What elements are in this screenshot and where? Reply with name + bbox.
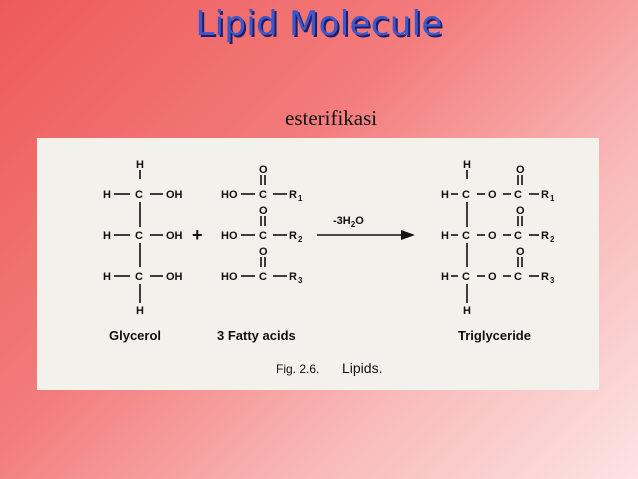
- triglyceride-bottom-h: H: [463, 305, 471, 317]
- glycerol-h-3: H: [103, 271, 111, 283]
- triglyceride-o-1: O: [488, 189, 497, 201]
- glycerol-c-1: C: [135, 189, 143, 201]
- triglyceride-cc-3: C: [514, 271, 522, 283]
- glycerol-bottom-h: H: [136, 305, 144, 317]
- triglyceride-co-2: O: [516, 205, 525, 217]
- triglyceride-r-1: R: [541, 189, 549, 201]
- arrow-label: -3H2O: [333, 215, 364, 229]
- triglyceride-r-2: R: [541, 230, 549, 242]
- glycerol-h-1: H: [103, 189, 111, 201]
- glycerol-oh-1: OH: [166, 189, 183, 201]
- triglyceride-h-1: H: [441, 189, 449, 201]
- fatty-acid-2-ho: HO: [221, 230, 238, 242]
- triglyceride-label: Triglyceride: [458, 328, 531, 343]
- fatty-acid-3-r: R: [289, 271, 297, 283]
- plus-sign: +: [192, 225, 203, 245]
- glycerol-top-h: H: [136, 159, 144, 171]
- glycerol-label: Glycerol: [109, 328, 161, 343]
- triglyceride-cc-1: C: [514, 189, 522, 201]
- fatty-acid-2-o: O: [259, 205, 268, 217]
- fatty-acids-label: 3 Fatty acids: [217, 328, 296, 343]
- triglyceride-c-1: C: [462, 189, 470, 201]
- triglyceride-sub-2: 2: [550, 235, 555, 244]
- triglyceride-co-3: O: [516, 246, 525, 258]
- fatty-acid-2-c: C: [259, 230, 267, 242]
- fatty-acid-3-c: C: [259, 271, 267, 283]
- fatty-acid-1-o: O: [259, 164, 268, 176]
- figure-caption-text: Lipids.: [342, 360, 382, 376]
- slide-subtitle: esterifikasi: [285, 106, 378, 130]
- triglyceride-h-3: H: [441, 271, 449, 283]
- lipid-figure: H H C OH H C OH H C OH H + O HO C R 1 O …: [37, 138, 599, 390]
- glycerol-oh-3: OH: [166, 271, 183, 283]
- fatty-acid-1-c: C: [259, 189, 267, 201]
- triglyceride-c-3: C: [462, 271, 470, 283]
- glycerol-c-3: C: [135, 271, 143, 283]
- fatty-acid-1-ho: HO: [221, 189, 238, 201]
- glycerol-oh-2: OH: [166, 230, 183, 242]
- triglyceride-cc-2: C: [514, 230, 522, 242]
- triglyceride-sub-3: 3: [550, 276, 555, 285]
- triglyceride-h-2: H: [441, 230, 449, 242]
- fatty-acid-3-o: O: [259, 246, 268, 258]
- triglyceride-sub-1: 1: [550, 194, 555, 203]
- reaction-arrow-head: [401, 230, 415, 240]
- fatty-acid-1-r: R: [289, 189, 297, 201]
- glycerol-h-2: H: [103, 230, 111, 242]
- triglyceride-c-2: C: [462, 230, 470, 242]
- fatty-acid-3-ho: HO: [221, 271, 238, 283]
- triglyceride-top-h: H: [463, 159, 471, 171]
- fatty-acid-2-r: R: [289, 230, 297, 242]
- triglyceride-o-3: O: [488, 271, 497, 283]
- reaction-diagram: H H C OH H C OH H C OH H + O HO C R 1 O …: [103, 159, 555, 376]
- triglyceride-co-1: O: [516, 164, 525, 176]
- fatty-acid-3-sub: 3: [298, 276, 303, 285]
- fatty-acid-1-sub: 1: [298, 194, 303, 203]
- slide-title: Lipid Molecule: [195, 4, 443, 44]
- triglyceride-r-3: R: [541, 271, 549, 283]
- glycerol-c-2: C: [135, 230, 143, 242]
- triglyceride-o-2: O: [488, 230, 497, 242]
- fatty-acid-2-sub: 2: [298, 235, 303, 244]
- figure-caption-number: Fig. 2.6.: [276, 362, 319, 376]
